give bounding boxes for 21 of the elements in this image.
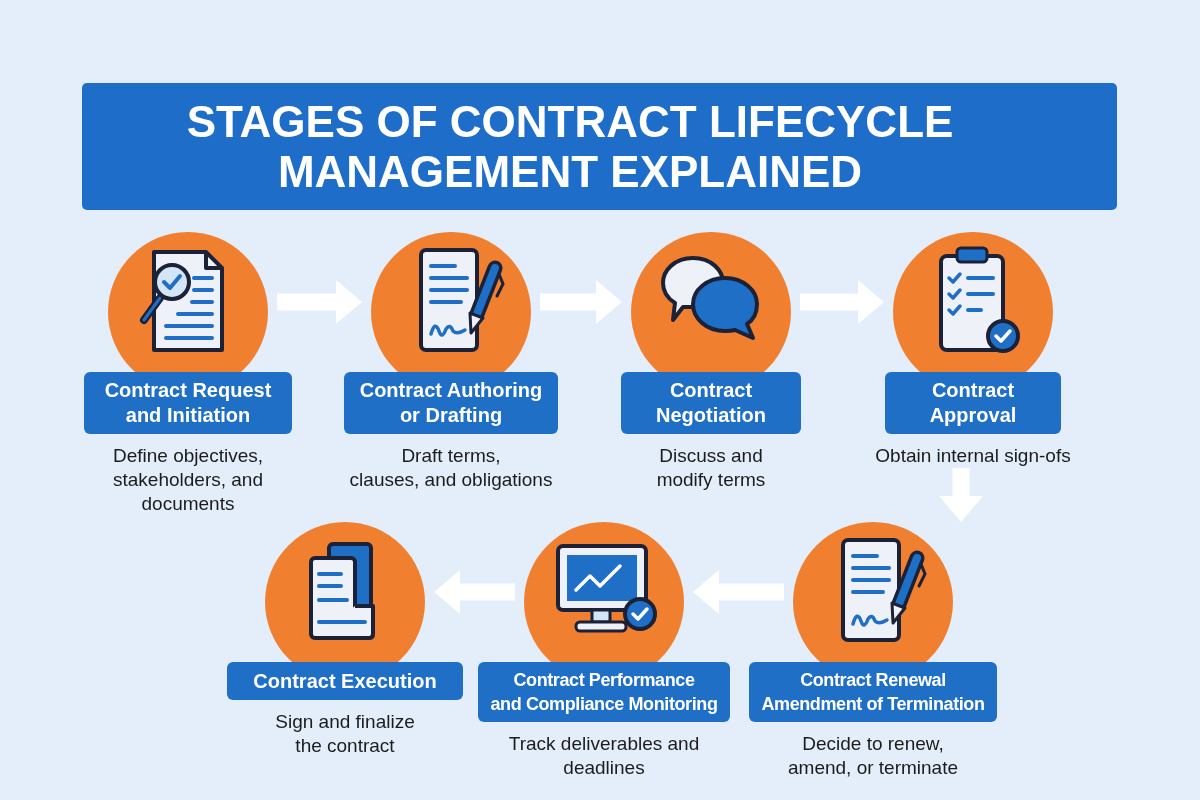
arrow bbox=[277, 280, 362, 324]
stage-label: Contract Performance and Compliance Monitoring bbox=[478, 662, 730, 722]
arrow bbox=[800, 280, 884, 324]
stage-description: Discuss and modify terms bbox=[656, 444, 766, 492]
arrow bbox=[939, 468, 983, 522]
stage-label: Contract Negotiation bbox=[621, 372, 801, 434]
stage-description: Track deliverables and deadlines bbox=[508, 732, 700, 780]
stage-label: Contract Execution bbox=[227, 662, 463, 700]
arrow bbox=[434, 570, 515, 614]
stage-description: Draft terms, clauses, and obligations bbox=[349, 444, 553, 492]
stage-description: Obtain internal sign-ofs bbox=[875, 444, 1071, 468]
arrow bbox=[693, 570, 784, 614]
stage-description: Define objectives, stakeholders, and documents bbox=[113, 444, 263, 516]
stage-label: Contract Request and Initiation bbox=[84, 372, 292, 434]
title-banner: STAGES OF CONTRACT LIFECYCLE MANAGEMENT EXPLAINED bbox=[82, 83, 1117, 210]
arrow bbox=[540, 280, 622, 324]
stage-label: Contract Approval bbox=[885, 372, 1061, 434]
stage-description: Sign and finalize the contract bbox=[275, 710, 415, 758]
stage-label: Contract Renewal Amendment of Termination bbox=[749, 662, 997, 722]
stage-description: Decide to renew, amend, or terminate bbox=[788, 732, 958, 780]
stage-label: Contract Authoring or Drafting bbox=[344, 372, 558, 434]
